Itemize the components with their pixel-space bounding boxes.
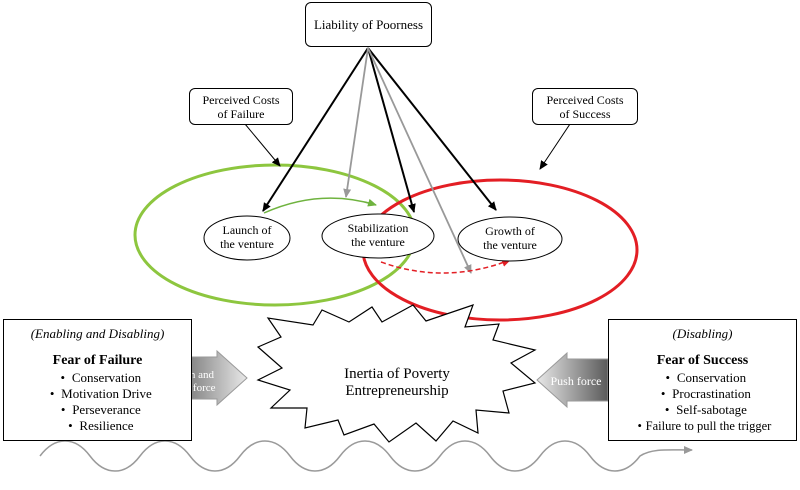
fear-of-failure-title: Fear of Failure [52,353,143,368]
bullet-glyph: • [665,370,671,385]
list-item-text: Self-sabotage [676,402,747,417]
costs-of-failure-box: Perceived Costs of Failure [189,88,293,125]
list-item-text: Motivation Drive [61,386,152,401]
push-force-arrow [536,351,609,409]
inertia-line1: Inertia of Poverty [344,366,450,382]
stage-stabilization-line2: the venture [351,235,405,249]
list-item: • Conservation [609,370,796,386]
bullet-glyph: • [664,402,670,417]
stage-launch-line2: the venture [220,237,274,251]
stage-growth-line2: the venture [483,238,537,252]
liability-gray-arrow-2 [367,47,472,274]
stabilization-to-growth-arrow [380,259,511,274]
fear-of-failure-panel: (Enabling and Disabling) Fear of Failure… [3,319,192,441]
launch-to-stabilization-arrow [263,197,377,214]
liability-of-poorness-label: Liability of Poorness [313,16,424,32]
stage-stabilization-ellipse [321,213,435,259]
list-item: • Resilience [4,418,191,434]
list-item-text: Procrastination [672,386,751,401]
bullet-glyph: • [60,370,66,385]
list-item-text: Conservation [676,370,747,385]
bullet-glyph: • [68,418,73,433]
bullet-glyph: • [637,419,642,433]
list-item: •Failure to pull the trigger [609,418,796,434]
stage-launch-line1: Launch of [223,223,272,237]
fear-of-success-title: Fear of Success [656,353,749,368]
inertia-line2: Entrepreneurship [345,383,448,399]
fear-of-success-panel: (Disabling) Fear of Success • Conservatio… [608,319,797,441]
inertia-starburst [256,304,537,443]
costs-of-failure-line1: Perceived Costs [202,92,280,107]
list-item: • Motivation Drive [4,386,191,402]
list-item-text: Resilience [79,418,134,433]
list-item: • Perseverance [4,402,191,418]
fear-of-success-subtitle: (Disabling) [672,326,733,341]
fear-of-failure-subtitle: (Enabling and Disabling) [30,326,165,341]
bottom-wave-arrow [39,440,693,472]
list-item: • Conservation [4,370,191,386]
fear-of-success-list: •Conservation •Procrastination •Self-sab… [609,370,796,434]
costs-of-failure-line2: of Failure [217,106,265,121]
push-force-label: Push force [551,374,602,388]
costs-of-success-line1: Perceived Costs [546,92,624,107]
stage-launch-ellipse [203,215,291,261]
fear-of-failure-list: •Conservation •Motivation Drive •Perseve… [4,370,191,434]
liability-to-launch-arrow [262,47,369,212]
success-cost-arrow [539,123,571,170]
bullet-glyph: • [660,386,666,401]
costs-of-success-box: Perceived Costs of Success [532,88,638,125]
stage-growth-line1: Growth of [485,224,535,238]
liability-gray-arrow-1 [343,47,369,198]
bullet-glyph: • [49,386,55,401]
bullet-glyph: • [60,402,66,417]
liability-to-growth-arrow [367,47,497,211]
list-item: • Procrastination [609,386,796,402]
list-item-text: Conservation [71,370,142,385]
list-item: • Self-sabotage [609,402,796,418]
stage-growth-ellipse [457,216,563,262]
failure-cost-arrow [244,123,281,167]
list-item-text: Perseverance [72,402,141,417]
list-item-text: Failure to pull the trigger [645,419,772,433]
stage-stabilization-line1: Stabilization [348,221,409,235]
costs-of-success-line2: of Success [559,106,611,121]
liability-of-poorness-box: Liability of Poorness [305,2,432,47]
liability-to-stabilization-arrow [367,47,416,213]
